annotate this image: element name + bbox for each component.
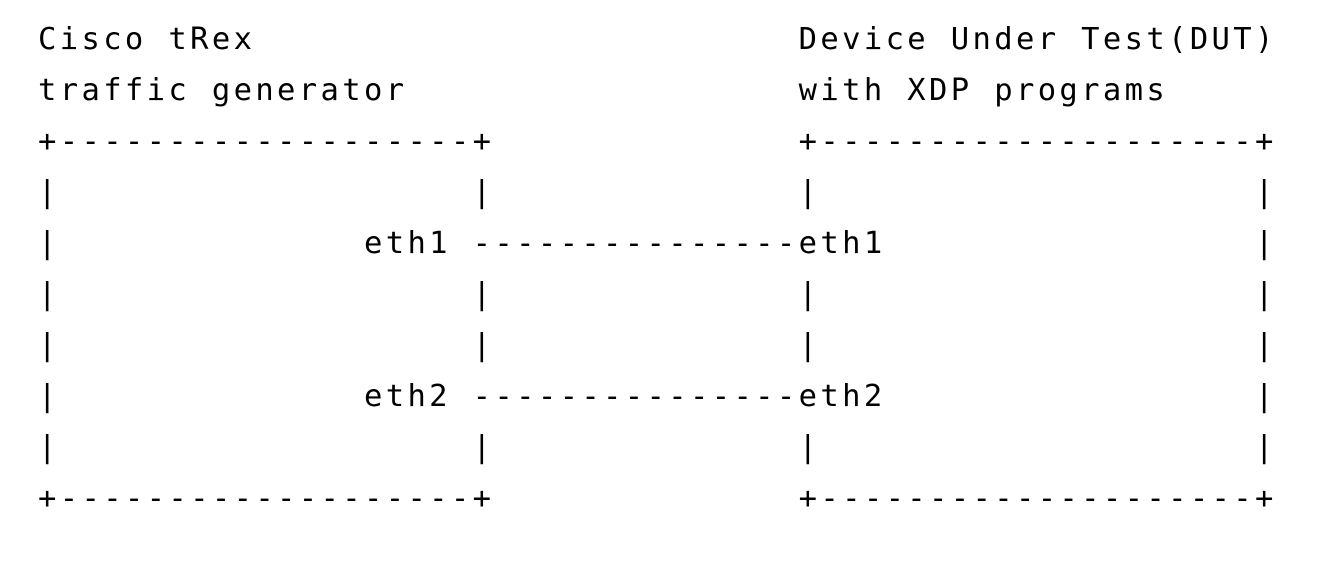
ascii-topology-art: Cisco tRex Device Under Test(DUT) traffi…	[38, 22, 1277, 516]
